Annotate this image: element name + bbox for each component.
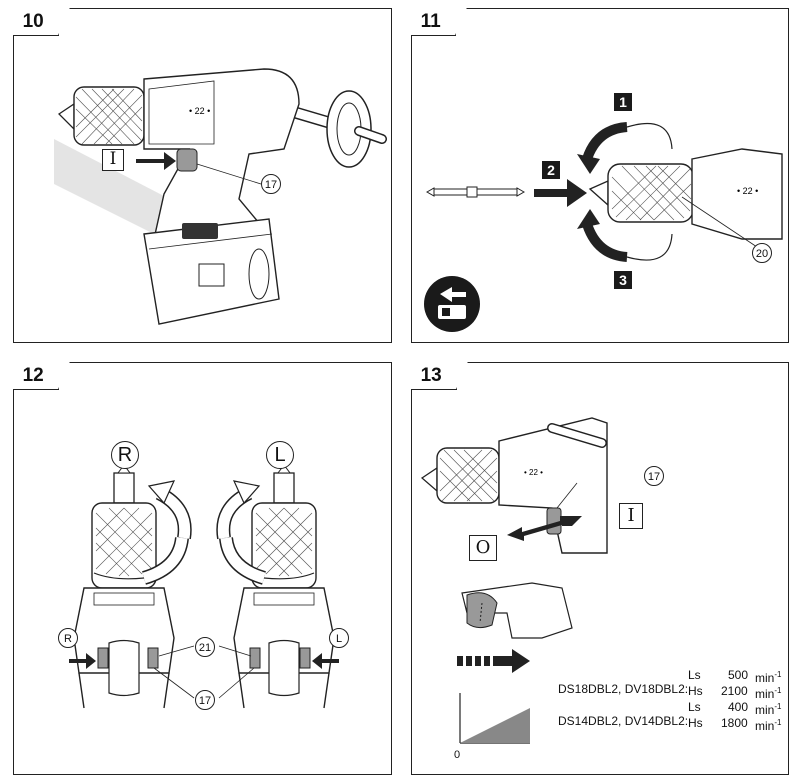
step-2-badge: 2 <box>542 161 560 179</box>
spec-unit: min-1 <box>755 686 782 701</box>
panel-11: 11 • 22 • <box>410 6 789 343</box>
panel-number: 13 <box>410 360 468 390</box>
callout-20: 20 <box>752 243 772 263</box>
switch-on-box: I <box>619 503 643 529</box>
bit-insertion-illustration: • 22 • <box>424 122 783 332</box>
rotation-left-symbol: L <box>266 441 294 469</box>
callout-17: 17 <box>195 690 215 710</box>
graph-origin: 0 <box>454 749 461 761</box>
spec-unit: min-1 <box>755 702 782 717</box>
indicator-l: L <box>329 628 349 648</box>
spec-mode: Hs <box>688 716 703 730</box>
drill-with-handle-illustration: • 22 • <box>54 68 387 325</box>
panel-10: 10 • 22 • <box>12 6 392 343</box>
spec-mode: Ls <box>688 668 701 682</box>
panel-12: 12 <box>12 360 392 775</box>
spec-mode: Ls <box>688 700 701 714</box>
spec-row: DS14DBL2, DV14DBL2: <box>558 714 689 728</box>
svg-text:• 22 •: • 22 • <box>737 186 758 196</box>
spec-value: 2100 <box>721 684 748 698</box>
spec-value: 400 <box>728 700 749 714</box>
spec-value: 1800 <box>721 716 748 730</box>
spec-row: DS18DBL2, DV18DBL2: <box>558 682 689 696</box>
svg-text:• 22 •: • 22 • <box>524 468 543 477</box>
panel-number: 11 <box>410 6 467 36</box>
panel-13: 13 • 22 • <box>410 360 789 775</box>
step-3-badge: 3 <box>614 271 632 289</box>
spec-unit: min-1 <box>755 718 782 733</box>
callout-17: 17 <box>261 174 281 194</box>
switch-off-box: O <box>469 535 497 561</box>
svg-text:• 22 •: • 22 • <box>189 106 210 116</box>
speed-control-illustration: • 22 • <box>420 417 608 744</box>
spec-value: 500 <box>728 668 749 682</box>
panel-number: 10 <box>12 6 70 36</box>
callout-17: 17 <box>644 466 664 486</box>
rotation-direction-illustration <box>69 464 339 709</box>
rotation-right-symbol: R <box>111 441 139 469</box>
spec-mode: Hs <box>688 684 703 698</box>
spec-unit: min-1 <box>755 670 782 685</box>
callout-21: 21 <box>195 637 215 657</box>
panel-number: 12 <box>12 360 70 390</box>
indicator-r: R <box>58 628 78 648</box>
switch-label-box: I <box>102 149 124 171</box>
step-1-badge: 1 <box>614 93 632 111</box>
